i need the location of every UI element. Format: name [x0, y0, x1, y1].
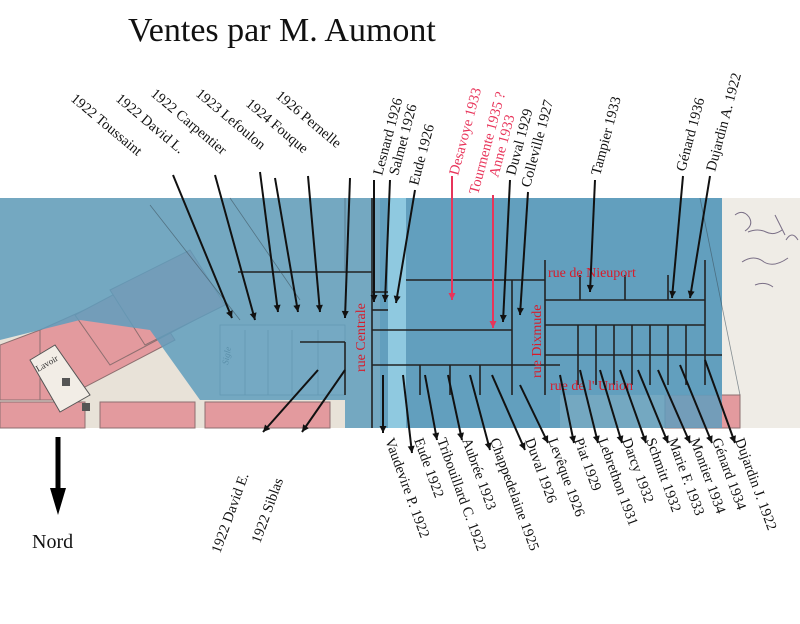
leader-arrow-icon [381, 294, 389, 302]
leader-arrow-icon [226, 310, 233, 318]
leader-lines [172, 171, 736, 454]
leader-arrow-icon [273, 304, 281, 312]
leader-arrow-icon [341, 310, 349, 318]
leader-line-bottom-8 [519, 384, 549, 444]
leader-arrow-icon [370, 295, 378, 302]
leader-line-bottom-11 [599, 369, 623, 444]
leader-arrow-icon [293, 304, 301, 312]
leader-arrow-icon [315, 304, 323, 312]
leader-line-top-1 [214, 174, 256, 321]
street-rue-dixmude: rue Dixmude [530, 305, 545, 378]
map-title: Ventes par M. Aumont [128, 12, 436, 49]
leader-line-bottom-15 [679, 364, 713, 444]
leader-line-top-3 [274, 177, 299, 313]
map-margin [722, 198, 800, 428]
leader-line-bottom-13 [637, 369, 669, 444]
north-arrow-icon [50, 437, 66, 515]
leader-arrow-icon [263, 424, 271, 432]
rue-centrale-road [388, 198, 406, 428]
leader-line-bottom-0 [262, 369, 319, 433]
leader-line-bottom-4 [424, 374, 438, 441]
leader-arrow-icon [541, 435, 549, 443]
leader-line-top-4 [307, 175, 321, 313]
leader-arrow-icon [457, 432, 464, 440]
leader-line-bottom-1 [301, 369, 346, 433]
leader-line-bottom-9 [559, 374, 575, 444]
leader-arrow-icon [706, 435, 713, 443]
leader-arrow-icon [518, 442, 526, 450]
leader-arrow-icon [432, 432, 440, 440]
leader-line-top-2 [259, 171, 279, 313]
handwritten-note [734, 211, 799, 288]
leader-line-bottom-16 [704, 359, 736, 444]
leader-line-top-8 [395, 189, 416, 304]
leader-arrow-icon [687, 290, 695, 298]
blue-parcels [0, 198, 722, 428]
leader-arrow-icon [616, 435, 624, 443]
leader-arrow-icon [592, 435, 600, 443]
leader-line-top-13 [519, 191, 529, 316]
leader-arrow-icon [489, 321, 497, 328]
leader-arrow-icon [379, 426, 387, 433]
leader-line-bottom-7 [491, 374, 526, 451]
leader-arrow-icon [302, 424, 309, 432]
leader-line-bottom-14 [657, 369, 691, 444]
owner-label-top-16: Dujardin A. 1922 [703, 71, 745, 173]
leader-arrow-icon [669, 290, 677, 298]
leader-arrow-icon [484, 442, 492, 450]
leader-line-top-5 [344, 177, 351, 319]
leader-line-top-7 [384, 179, 391, 303]
owner-label-top-15: Génard 1936 [673, 96, 708, 173]
leader-line-top-14 [589, 179, 596, 293]
leader-arrow-icon [407, 445, 415, 453]
north-label: Nord [32, 531, 74, 553]
leader-arrow-icon [662, 435, 669, 443]
leader-line-bottom-12 [619, 369, 647, 444]
owner-label-bottom-0: 1922 David E. [209, 471, 253, 556]
leader-line-bottom-6 [469, 374, 491, 451]
lavoir-building: Lavoir [29, 344, 91, 413]
leader-arrow-icon [393, 295, 401, 303]
leader-arrow-icon [640, 435, 647, 443]
street-rue-nieuport: rue de Nieuport [548, 266, 636, 281]
leader-line-bottom-10 [579, 369, 599, 444]
leader-arrow-icon [729, 435, 736, 443]
owner-label-top-14: Tampier 1933 [588, 95, 624, 177]
leader-line-top-12 [502, 179, 511, 323]
owner-label-bottom-1: 1922 Siblas [249, 476, 287, 546]
leader-arrow-icon [586, 284, 594, 292]
street-rue-union: rue de l' Union [550, 379, 633, 394]
leader-arrow-icon [683, 435, 691, 443]
leader-arrow-icon [516, 307, 524, 315]
leader-line-bottom-3 [402, 374, 413, 454]
leader-arrow-icon [569, 435, 577, 443]
parcel-boundaries [238, 198, 722, 428]
leader-arrow-icon [249, 312, 257, 320]
leader-line-top-16 [689, 175, 711, 299]
leader-line-bottom-5 [447, 374, 463, 441]
street-rue-centrale: rue Centrale [354, 303, 369, 372]
leader-arrow-icon [499, 314, 507, 322]
leader-line-top-15 [671, 175, 684, 299]
leader-line-top-0 [172, 174, 233, 319]
leader-arrow-icon [448, 293, 456, 300]
